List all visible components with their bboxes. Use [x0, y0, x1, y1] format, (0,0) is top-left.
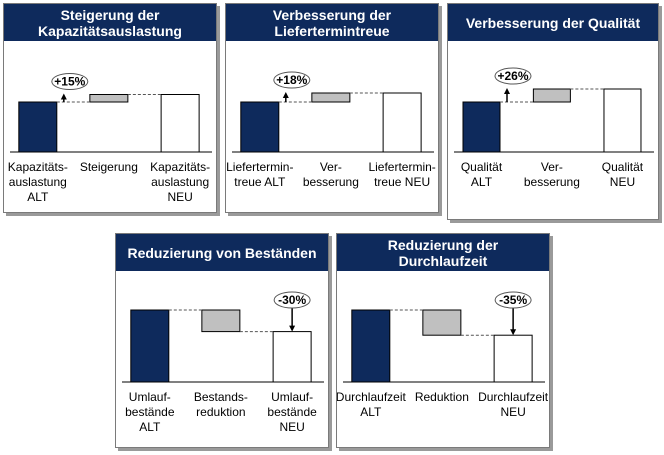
category-label: Bestands-reduktion [194, 390, 248, 419]
change-badge [51, 73, 89, 90]
change-label: +26% [497, 69, 528, 83]
change-badge [273, 71, 311, 89]
change-label: +15% [54, 75, 85, 89]
bar-change [422, 309, 462, 336]
change-arrowhead [503, 88, 510, 94]
change-badge [494, 67, 532, 85]
bar-old [462, 101, 501, 153]
change-badge [494, 291, 532, 309]
bar-change [311, 92, 351, 103]
panel-durchlaufzeit: Reduzierung der Durchlaufzeit -35% Durchl… [336, 233, 550, 448]
change-arrowhead [510, 329, 517, 336]
panel-liefertermintreue: Verbesserung der Liefertermintreue +18% L… [225, 3, 439, 213]
bar-change [89, 94, 129, 103]
category-label: Reduktion [415, 390, 469, 404]
bar-old [240, 101, 280, 153]
bar-new [160, 94, 200, 153]
change-label: +18% [276, 73, 307, 87]
chart-liefertermintreue: +18% Liefertermin-treue ALT Ver-besserung L… [226, 71, 436, 189]
panel-title: Verbesserung der Liefertermintreue [226, 4, 438, 41]
panel-title: Steigerung der Kapazitätsauslastung [4, 4, 216, 41]
bar-new [493, 334, 533, 383]
change-label: -30% [278, 293, 306, 307]
change-arrowhead [282, 92, 289, 98]
category-label: Ver-besserung [524, 160, 580, 189]
category-label: Liefertermin-treue ALT [226, 160, 293, 189]
change-badge [273, 291, 311, 309]
panel-kapazitaet: Steigerung der Kapazitätsauslastung +15%… [3, 3, 217, 213]
bar-change [201, 309, 241, 333]
bar-old [351, 309, 391, 383]
change-arrowhead [60, 93, 67, 100]
bar-new [382, 92, 422, 153]
bar-old [18, 101, 58, 153]
category-label: Ver-besserung [303, 160, 359, 189]
bar-new [272, 331, 312, 383]
panel-title: Reduzierung der Durchlaufzeit [337, 234, 549, 271]
category-label: Liefertermin-treue NEU [368, 160, 435, 189]
category-label: Steigerung [80, 160, 138, 174]
change-label: -35% [499, 293, 527, 307]
bar-new [603, 88, 642, 153]
panel-title: Verbesserung der Qualität [448, 4, 658, 41]
bar-old [130, 309, 170, 383]
panel-bestaende: Reduzierung von Beständen -30% Umlauf-bes… [115, 233, 329, 448]
change-arrowhead [289, 325, 296, 332]
bar-change [532, 88, 571, 103]
panel-title: Reduzierung von Beständen [116, 234, 328, 271]
